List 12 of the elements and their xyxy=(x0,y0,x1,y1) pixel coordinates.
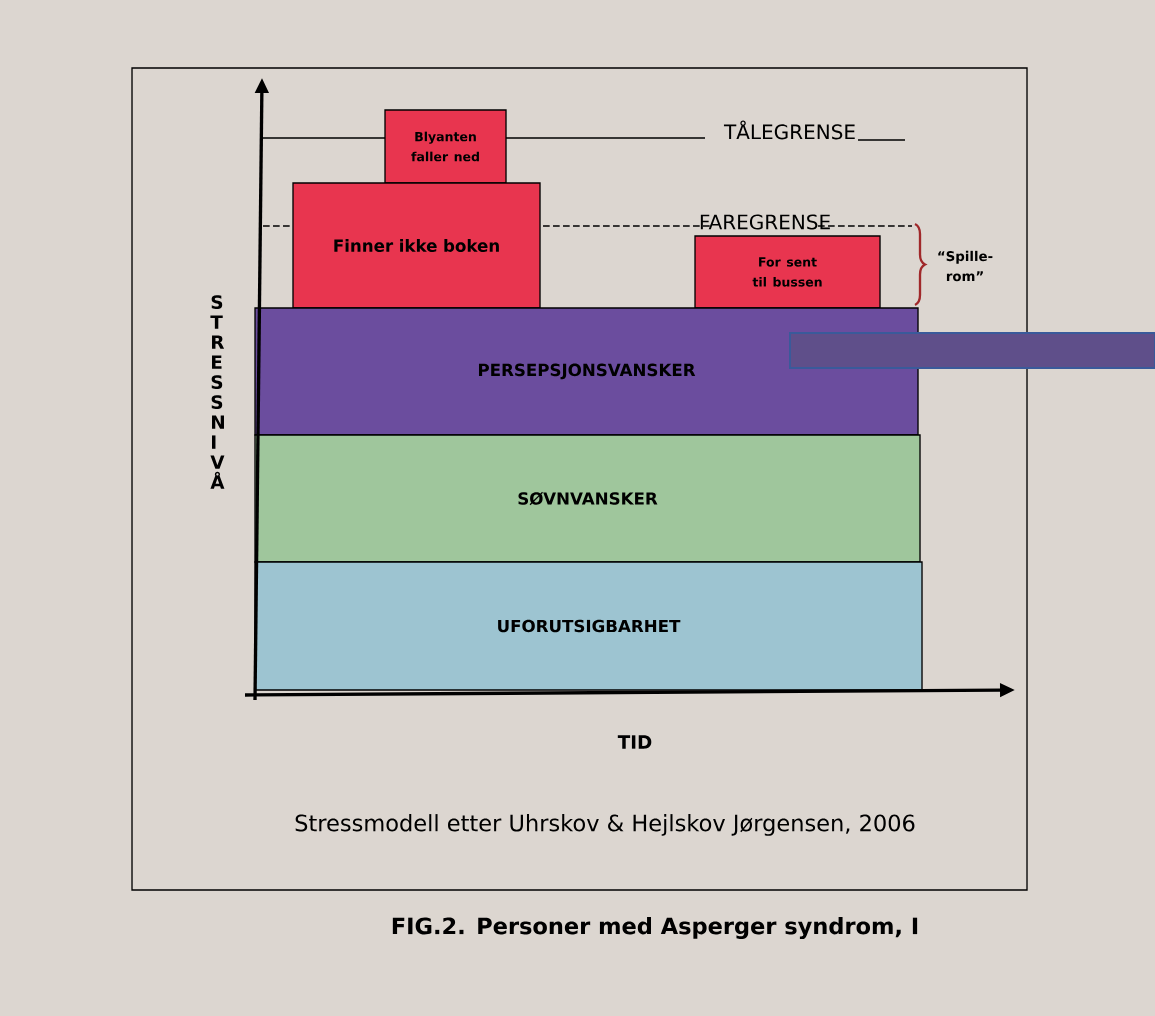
stress-band: PERSEPSJONSVANSKER xyxy=(254,307,919,436)
threshold-label: TÅLEGRENSE xyxy=(723,120,855,140)
axis-label: TID xyxy=(617,735,652,749)
stress-band: SØVNVANSKER xyxy=(254,434,921,563)
event-box: For sent til bussen xyxy=(694,235,881,309)
axis-label: STRESSNIVÅ xyxy=(210,295,225,489)
stress-band: UFORUTSIGBARHET xyxy=(254,561,923,691)
figure-caption: FIG.2. Personer med Asperger syndrom, I xyxy=(392,917,918,939)
brace-label: “Spille-rom” xyxy=(938,250,993,282)
event-box: Blyanten faller ned xyxy=(384,109,507,184)
overlay-bar xyxy=(789,332,1155,369)
source-note: Stressmodell etter Uhrskov & Hejlskov Jørgensen, 2006 xyxy=(295,814,915,836)
